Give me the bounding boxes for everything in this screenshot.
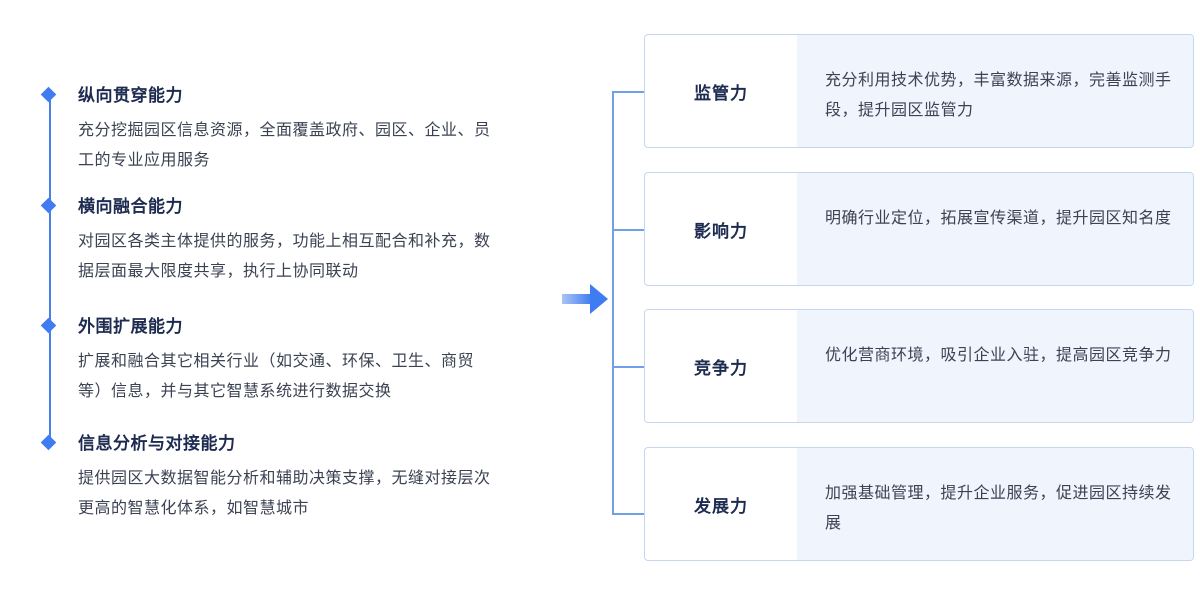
diamond-icon	[40, 434, 57, 451]
outcome-label: 影响力	[694, 221, 748, 242]
bracket-line	[612, 91, 614, 515]
outcome-card: 发展力 加强基础管理，提升企业服务，促进园区持续发展	[644, 447, 1194, 561]
capability-title: 外围扩展能力	[78, 317, 183, 337]
outcome-description: 加强基础管理，提升企业服务，促进园区持续发展	[797, 448, 1193, 560]
diamond-icon	[40, 317, 57, 334]
outcome-description: 充分利用技术优势，丰富数据来源，完善监测手段，提升园区监管力	[797, 35, 1193, 147]
capability-description: 对园区各类主体提供的服务，功能上相互配合和补充，数据层面最大限度共享，执行上协同…	[78, 231, 491, 280]
outcome-card: 影响力 明确行业定位，拓展宣传渠道，提升园区知名度	[644, 172, 1194, 286]
diamond-icon	[40, 86, 57, 103]
outcome-card: 竞争力 优化营商环境，吸引企业入驻，提高园区竞争力	[644, 309, 1194, 423]
outcome-label: 发展力	[694, 496, 748, 517]
capability-title: 横向融合能力	[78, 197, 183, 217]
outcome-description: 明确行业定位，拓展宣传渠道，提升园区知名度	[797, 173, 1193, 285]
diamond-icon	[40, 197, 57, 214]
capability-item: 纵向贯穿能力 充分挖掘园区信息资源，全面覆盖政府、园区、企业、员工的专业应用服务	[40, 85, 518, 175]
outcome-card: 监管力 充分利用技术优势，丰富数据来源，完善监测手段，提升园区监管力	[644, 34, 1194, 148]
right-arrow-icon	[562, 284, 608, 314]
capability-title: 信息分析与对接能力	[78, 434, 236, 454]
capability-item: 横向融合能力 对园区各类主体提供的服务，功能上相互配合和补充，数据层面最大限度共…	[40, 196, 518, 286]
bracket-tick	[612, 91, 644, 93]
bracket-tick	[612, 366, 644, 368]
outcome-label: 监管力	[694, 83, 748, 104]
capability-title: 纵向贯穿能力	[78, 86, 183, 106]
timeline-line	[49, 94, 51, 444]
capability-description: 扩展和融合其它相关行业（如交通、环保、卫生、商贸等）信息，并与其它智慧系统进行数…	[78, 351, 475, 400]
capability-description: 充分挖掘园区信息资源，全面覆盖政府、园区、企业、员工的专业应用服务	[78, 120, 491, 169]
capability-item: 信息分析与对接能力 提供园区大数据智能分析和辅助决策支撑，无缝对接层次更高的智慧…	[40, 433, 518, 523]
bracket-tick	[612, 513, 644, 515]
outcome-label: 竞争力	[694, 358, 748, 379]
capability-description: 提供园区大数据智能分析和辅助决策支撑，无缝对接层次更高的智慧化体系，如智慧城市	[78, 468, 491, 517]
capability-item: 外围扩展能力 扩展和融合其它相关行业（如交通、环保、卫生、商贸等）信息，并与其它…	[40, 316, 518, 406]
bracket-tick	[612, 229, 644, 231]
outcome-description: 优化营商环境，吸引企业入驻，提高园区竞争力	[797, 310, 1193, 422]
